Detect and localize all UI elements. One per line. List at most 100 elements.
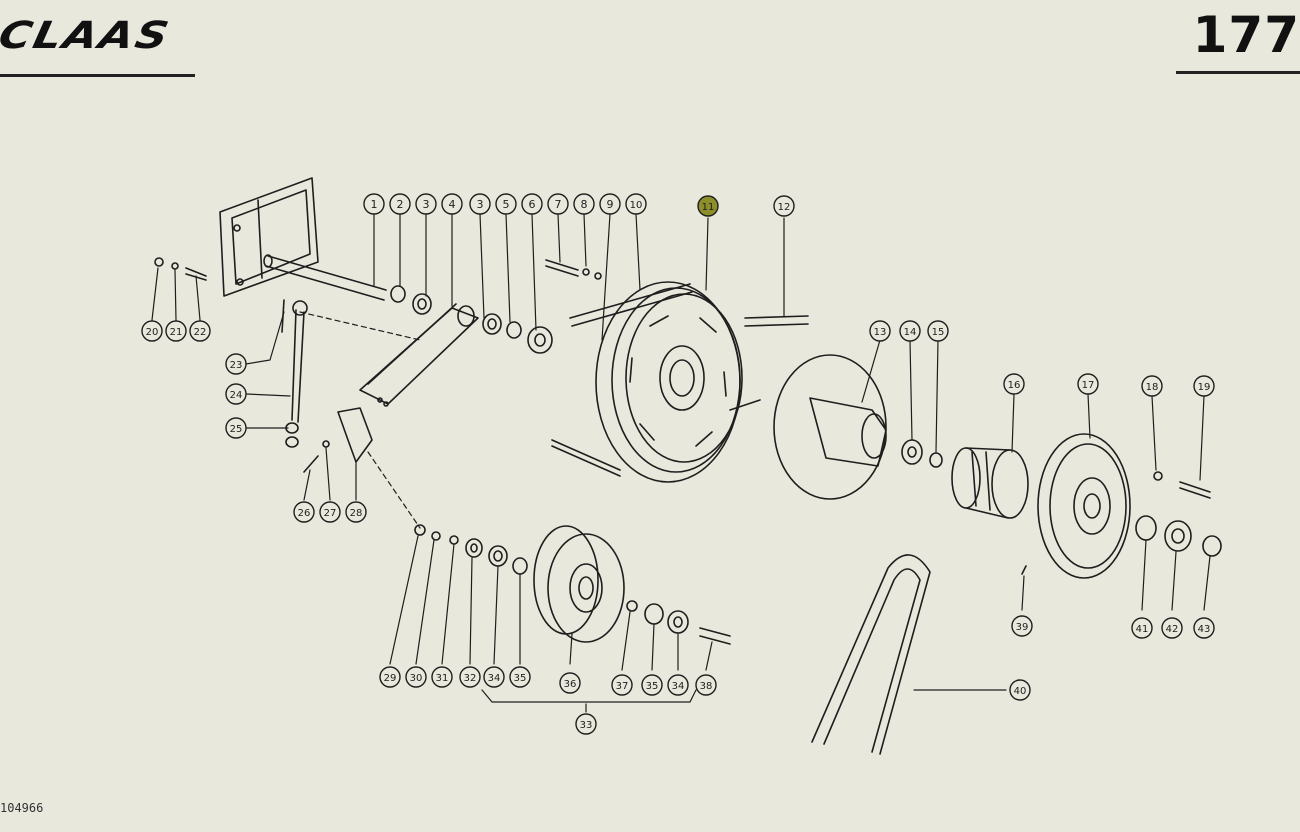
callout-label: 1 xyxy=(371,198,378,211)
callout-24: 24 xyxy=(225,383,247,405)
callout-label: 38 xyxy=(700,681,713,692)
callout-label: 4 xyxy=(449,198,456,211)
callout-42: 42 xyxy=(1161,617,1183,639)
callout-4: 4 xyxy=(441,193,463,215)
callout-label: 35 xyxy=(646,681,659,692)
main-pulley xyxy=(551,281,743,483)
callout-label: 39 xyxy=(1016,622,1029,633)
callout-32: 32 xyxy=(459,666,481,688)
callout-label: 6 xyxy=(529,198,536,211)
callout-39: 39 xyxy=(1011,615,1033,637)
callout-38: 38 xyxy=(695,674,717,696)
callout-label: 41 xyxy=(1136,624,1149,635)
callout-9: 9 xyxy=(599,193,621,215)
callout-label: 2 xyxy=(397,198,404,211)
callout-label: 3 xyxy=(477,198,484,211)
callout-label: 5 xyxy=(503,198,510,211)
callout-34: 34 xyxy=(667,674,689,696)
callout-label: 31 xyxy=(436,673,449,684)
callout-14: 14 xyxy=(899,320,921,342)
callout-33: 33 xyxy=(575,713,597,735)
set-screw xyxy=(1021,565,1027,575)
callout-label: 8 xyxy=(581,198,588,211)
callout-16: 16 xyxy=(1003,373,1025,395)
callout-23: 23 xyxy=(225,353,247,375)
callout-31: 31 xyxy=(431,666,453,688)
callout-label: 30 xyxy=(410,673,423,684)
callout-26: 26 xyxy=(293,501,315,523)
hub-shaft xyxy=(729,315,809,411)
page-number: 177 xyxy=(1192,6,1300,64)
callout-label: 10 xyxy=(630,200,643,211)
disc-flange xyxy=(773,354,887,500)
callout-label: 26 xyxy=(298,508,311,519)
callout-8: 8 xyxy=(573,193,595,215)
callout-20: 20 xyxy=(141,320,163,342)
callout-label: 34 xyxy=(672,681,685,692)
idler-bracket xyxy=(281,299,373,473)
callout-18: 18 xyxy=(1141,375,1163,397)
callout-label: 11 xyxy=(702,202,715,213)
callout-label: 18 xyxy=(1146,382,1159,393)
callout-5: 5 xyxy=(495,193,517,215)
callout-3: 3 xyxy=(415,193,437,215)
callout-label: 40 xyxy=(1014,686,1027,697)
callout-43: 43 xyxy=(1193,617,1215,639)
callout-label: 21 xyxy=(170,327,183,338)
callout-25: 25 xyxy=(225,417,247,439)
callout-label: 35 xyxy=(514,673,527,684)
callout-13: 13 xyxy=(869,320,891,342)
callout-28: 28 xyxy=(345,501,367,523)
leader-lines xyxy=(151,213,1211,713)
drawing-number: 104966 xyxy=(0,801,44,815)
callout-37: 37 xyxy=(611,674,633,696)
callout-label: 16 xyxy=(1008,380,1021,391)
callout-29: 29 xyxy=(379,666,401,688)
page-number-underline xyxy=(1176,71,1300,74)
shaft-washers xyxy=(390,285,432,315)
callout-3: 3 xyxy=(469,193,491,215)
idler-hardware-right xyxy=(626,600,731,645)
callout-17: 17 xyxy=(1077,373,1099,395)
callout-label: 42 xyxy=(1166,624,1179,635)
small-bolts xyxy=(545,259,602,280)
callout-label: 32 xyxy=(464,673,477,684)
pivot-shaft xyxy=(263,254,387,301)
callout-6: 6 xyxy=(521,193,543,215)
arm-hardware xyxy=(482,313,553,354)
callout-1: 1 xyxy=(363,193,385,215)
callout-label: 19 xyxy=(1198,382,1211,393)
mounting-bracket xyxy=(219,177,319,297)
callout-label: 9 xyxy=(607,198,614,211)
callout-label: 36 xyxy=(564,679,577,690)
callout-34: 34 xyxy=(483,666,505,688)
callout-35: 35 xyxy=(641,674,663,696)
callout-label: 23 xyxy=(230,360,243,371)
callout-label: 33 xyxy=(580,720,593,731)
callout-12: 12 xyxy=(773,195,795,217)
callout-2: 2 xyxy=(389,193,411,215)
callout-label: 34 xyxy=(488,673,501,684)
callout-label: 27 xyxy=(324,508,337,519)
logo-underline xyxy=(0,74,195,77)
callout-label: 25 xyxy=(230,424,243,435)
callout-label: 20 xyxy=(146,327,159,338)
callout-35: 35 xyxy=(509,666,531,688)
callout-19: 19 xyxy=(1193,375,1215,397)
callout-41: 41 xyxy=(1131,617,1153,639)
idler-hardware xyxy=(414,524,528,575)
callout-10: 10 xyxy=(625,193,647,215)
callout-30: 30 xyxy=(405,666,427,688)
callout-label: 14 xyxy=(904,327,917,338)
callout-label: 3 xyxy=(423,198,430,211)
callout-label: 43 xyxy=(1198,624,1211,635)
spacer-sleeve xyxy=(951,447,1029,519)
callout-label: 7 xyxy=(555,198,562,211)
callout-21: 21 xyxy=(165,320,187,342)
pulley-washers xyxy=(1135,515,1222,557)
drive-pulley xyxy=(1037,433,1131,579)
callout-label: 37 xyxy=(616,681,629,692)
